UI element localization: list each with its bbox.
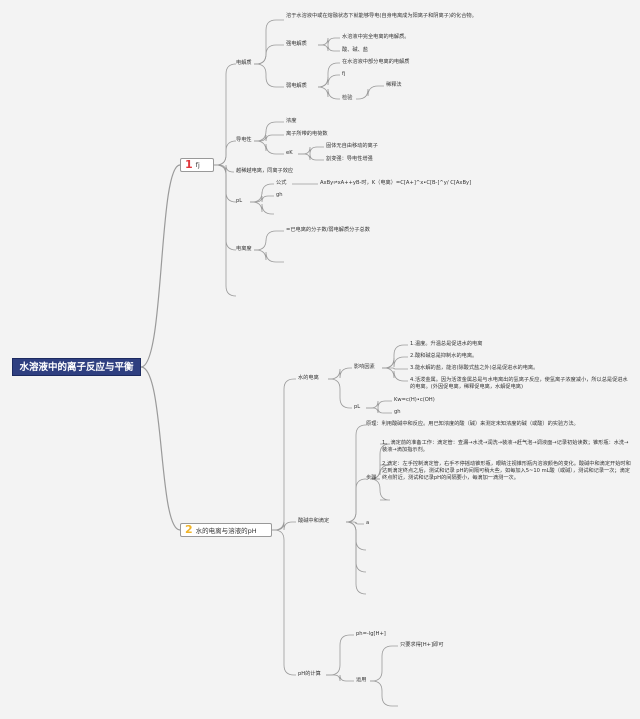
connector <box>369 464 391 480</box>
strong-electrolyte-examples: 酸、碱、盐 <box>342 47 368 53</box>
conductivity-concentration: 浓度 <box>286 118 297 124</box>
water-pl-label[interactable]: pL <box>354 404 361 410</box>
connector <box>254 249 284 263</box>
ionization-degree-label[interactable]: 电离度 <box>236 246 252 252</box>
connector <box>254 134 284 142</box>
connector <box>317 74 340 88</box>
connector <box>272 521 296 531</box>
ionization-formula: AxBy⇌xA++yB-时，K（电离）=C[A+]^x•C[B-]^y/ C[A… <box>320 180 472 186</box>
application-desc: 只要求得[H+]即可 <box>400 642 444 648</box>
conductivity-ek[interactable]: eK <box>286 150 293 156</box>
connector <box>328 367 352 380</box>
connector <box>214 63 237 166</box>
water-gh: gh <box>394 409 401 415</box>
connector <box>366 400 392 409</box>
connector <box>254 140 284 155</box>
dilution-effect: 越稀越电离，同离子效应 <box>236 168 294 174</box>
connector <box>356 85 384 100</box>
weak-electrolyte-label[interactable]: 弱电解质 <box>286 83 307 89</box>
connector <box>318 37 340 46</box>
connector <box>214 164 237 251</box>
electrolyte-label[interactable]: 电解质 <box>236 60 252 66</box>
connector <box>382 356 408 369</box>
electrolyte-definition: 溶于水溶液中或在熔融状态下就能够导电(自身电离成为阳离子和阴离子)的化合物。 <box>286 13 477 19</box>
connector <box>254 19 284 65</box>
connector <box>382 367 408 370</box>
connector <box>272 529 296 676</box>
strong-electrolyte-label[interactable]: 强电解质 <box>286 41 307 47</box>
ek-item: 割变强：导电性增强 <box>326 156 373 162</box>
weak-test-method: 稀释法 <box>386 82 402 88</box>
connector <box>382 367 408 382</box>
connector <box>298 146 324 155</box>
branch-1-label: fj <box>195 161 200 169</box>
weak-electrolyte-fj: fj <box>342 71 346 77</box>
conductivity-charge: 离子所带的电荷数 <box>286 131 328 137</box>
connector <box>140 366 181 531</box>
formula-label[interactable]: 公式 <box>276 180 287 186</box>
step-item: 1、滴定前的准备工作：滴定管：查漏→水洗→润洗→装液→赶气泡→调液面→记录初始读… <box>382 440 629 453</box>
connector <box>250 201 274 215</box>
connector <box>254 230 284 251</box>
connector <box>214 164 237 297</box>
ph-calc-label[interactable]: pH的计算 <box>298 671 321 677</box>
factors-label[interactable]: 影响因素 <box>354 364 375 370</box>
connector <box>370 645 398 682</box>
connector <box>326 634 354 676</box>
titration-a: a <box>366 520 370 526</box>
kw-formula: Kw=c(H)•c(OH) <box>394 397 435 403</box>
ionization-degree-desc: =已电离的分子数/弱电解质分子总数 <box>286 227 370 233</box>
connector <box>250 183 274 203</box>
connector <box>318 44 340 52</box>
factor-item: 4.活泼金属。因为活泼金属总是与水电离出的氢离子反应，使氢离子浓度减小，所以总是… <box>410 377 628 390</box>
ek-item: 固体无自由移动的离子 <box>326 143 378 149</box>
branch-1-number: 1 <box>185 158 193 171</box>
branch-2-label: 水的电离与溶液的pH <box>195 527 257 535</box>
factor-item: 2.酸和碱总是抑制水的电离。 <box>410 353 478 359</box>
branch-1-node[interactable]: 1 fj <box>180 158 214 172</box>
pl-label[interactable]: pL <box>236 198 243 204</box>
factor-item: 3.能水解的盐，能溶(除酸式盐之外)总是促进水的电离。 <box>410 365 539 371</box>
titration-principle: 原理：利用酸碱中和反应。用已知浓度的酸（碱）来测定未知浓度的碱（或酸）的实验方法… <box>366 421 579 427</box>
connector <box>214 164 234 173</box>
pl-gh: gh <box>276 192 283 198</box>
connector <box>272 378 296 531</box>
connector <box>250 195 274 203</box>
titration-label[interactable]: 酸碱中和滴定 <box>298 518 330 524</box>
connector <box>317 86 340 100</box>
connector <box>346 521 364 525</box>
step-item: 2.滴定：左手控制滴定管，右手不停摇动锥形瓶，眼睛注视锥形瓶内溶液颜色的变化。酸… <box>382 461 631 481</box>
application-label[interactable]: 运用 <box>356 677 367 683</box>
conductivity-label[interactable]: 导电性 <box>236 137 252 143</box>
root-node[interactable]: 水溶液中的离子反应与平衡 <box>12 358 141 376</box>
connector <box>254 44 284 65</box>
connector <box>370 680 398 707</box>
connector <box>254 121 284 142</box>
connector <box>326 674 354 682</box>
weak-test-label[interactable]: 检验 <box>342 95 353 101</box>
connector <box>140 164 181 368</box>
strong-electrolyte-desc: 水溶液中完全电离的电解质。 <box>342 34 410 40</box>
connector <box>382 344 408 369</box>
connector <box>345 478 367 523</box>
steps-label[interactable]: 步骤 <box>366 475 377 481</box>
branch-2-number: 2 <box>185 523 193 536</box>
connector <box>366 407 392 414</box>
connector <box>345 521 367 595</box>
connector <box>298 153 324 161</box>
water-ionization-label[interactable]: 水的电离 <box>298 375 319 381</box>
factor-item: 1.温度。升温总是促进水的电离 <box>410 341 483 347</box>
connector <box>328 378 352 409</box>
connector <box>254 63 284 88</box>
ph-formula: ph=-lg[H+] <box>356 631 386 637</box>
connector <box>214 140 237 166</box>
branch-2-node[interactable]: 2 水的电离与溶液的pH <box>180 523 272 537</box>
connector <box>369 478 391 501</box>
weak-electrolyte-desc: 在水溶液中部分电离的电解质 <box>342 59 410 65</box>
